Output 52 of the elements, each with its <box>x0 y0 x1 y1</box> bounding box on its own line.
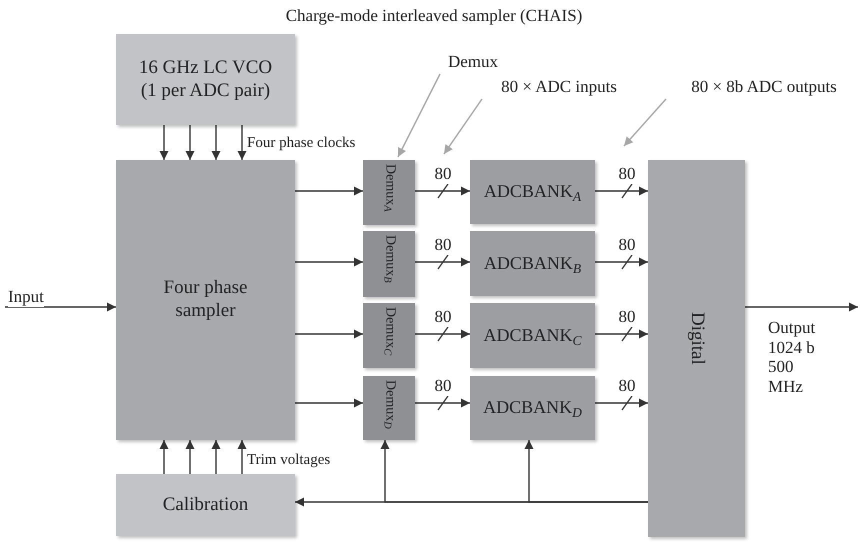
adc-bank-block <box>470 303 595 368</box>
leader-line <box>443 98 483 154</box>
signal-label: Trim voltages <box>247 452 330 469</box>
signal-label: Four phase clocks <box>247 135 356 152</box>
demux-block <box>363 160 415 225</box>
arrow <box>212 440 220 474</box>
annotation-text: Demux <box>448 52 498 72</box>
arrow <box>160 440 168 474</box>
leader-line <box>623 98 667 146</box>
demux-block <box>363 303 415 368</box>
arrow <box>238 125 246 160</box>
arrow <box>415 186 470 196</box>
block-label: Four phase sampler <box>162 277 248 323</box>
arrow <box>745 302 858 312</box>
arrow <box>524 440 648 503</box>
block-label: ADCBANK$_{B}$ <box>484 252 582 274</box>
calibration-block <box>116 474 295 536</box>
arrow <box>595 398 648 408</box>
arrow <box>238 440 246 474</box>
sampler-block <box>116 160 295 440</box>
arrow <box>186 125 194 160</box>
block-label: Calibration <box>162 494 248 516</box>
block-label: ADCBANK$_{A}$ <box>484 181 582 203</box>
annotation-text: 80 × 8b ADC outputs <box>691 76 837 98</box>
arrow <box>415 258 470 266</box>
digital-block <box>648 160 745 537</box>
arrow <box>186 440 194 474</box>
arrow <box>295 398 363 408</box>
adc-bank-block <box>470 160 595 224</box>
arrow <box>595 186 648 196</box>
block-label: ADCBANK$_{D}$ <box>483 397 582 419</box>
arrow <box>5 302 116 312</box>
block-label: 16 GHz LC VCO (1 per ADC pair) <box>138 56 274 102</box>
arrow <box>160 125 168 160</box>
arrow <box>295 330 363 338</box>
demux-block <box>363 376 415 440</box>
block-label: Digital <box>686 312 708 365</box>
arrow <box>295 186 363 196</box>
arrow <box>595 330 648 338</box>
vco-block <box>116 34 295 125</box>
annotation-text: 80 × ADC inputs <box>501 76 617 98</box>
arrow <box>415 398 470 408</box>
adc-bank-block <box>470 376 595 440</box>
adc-bank-block <box>470 231 595 296</box>
leader-line <box>397 74 441 158</box>
demux-block <box>363 231 415 297</box>
arrow <box>295 258 363 266</box>
diagram-title: Charge-mode interleaved sampler (CHAIS) <box>284 6 584 26</box>
arrow <box>595 258 648 266</box>
arrow <box>415 330 470 338</box>
block-label: ADCBANK$_{C}$ <box>483 324 582 346</box>
arrow <box>212 125 220 160</box>
